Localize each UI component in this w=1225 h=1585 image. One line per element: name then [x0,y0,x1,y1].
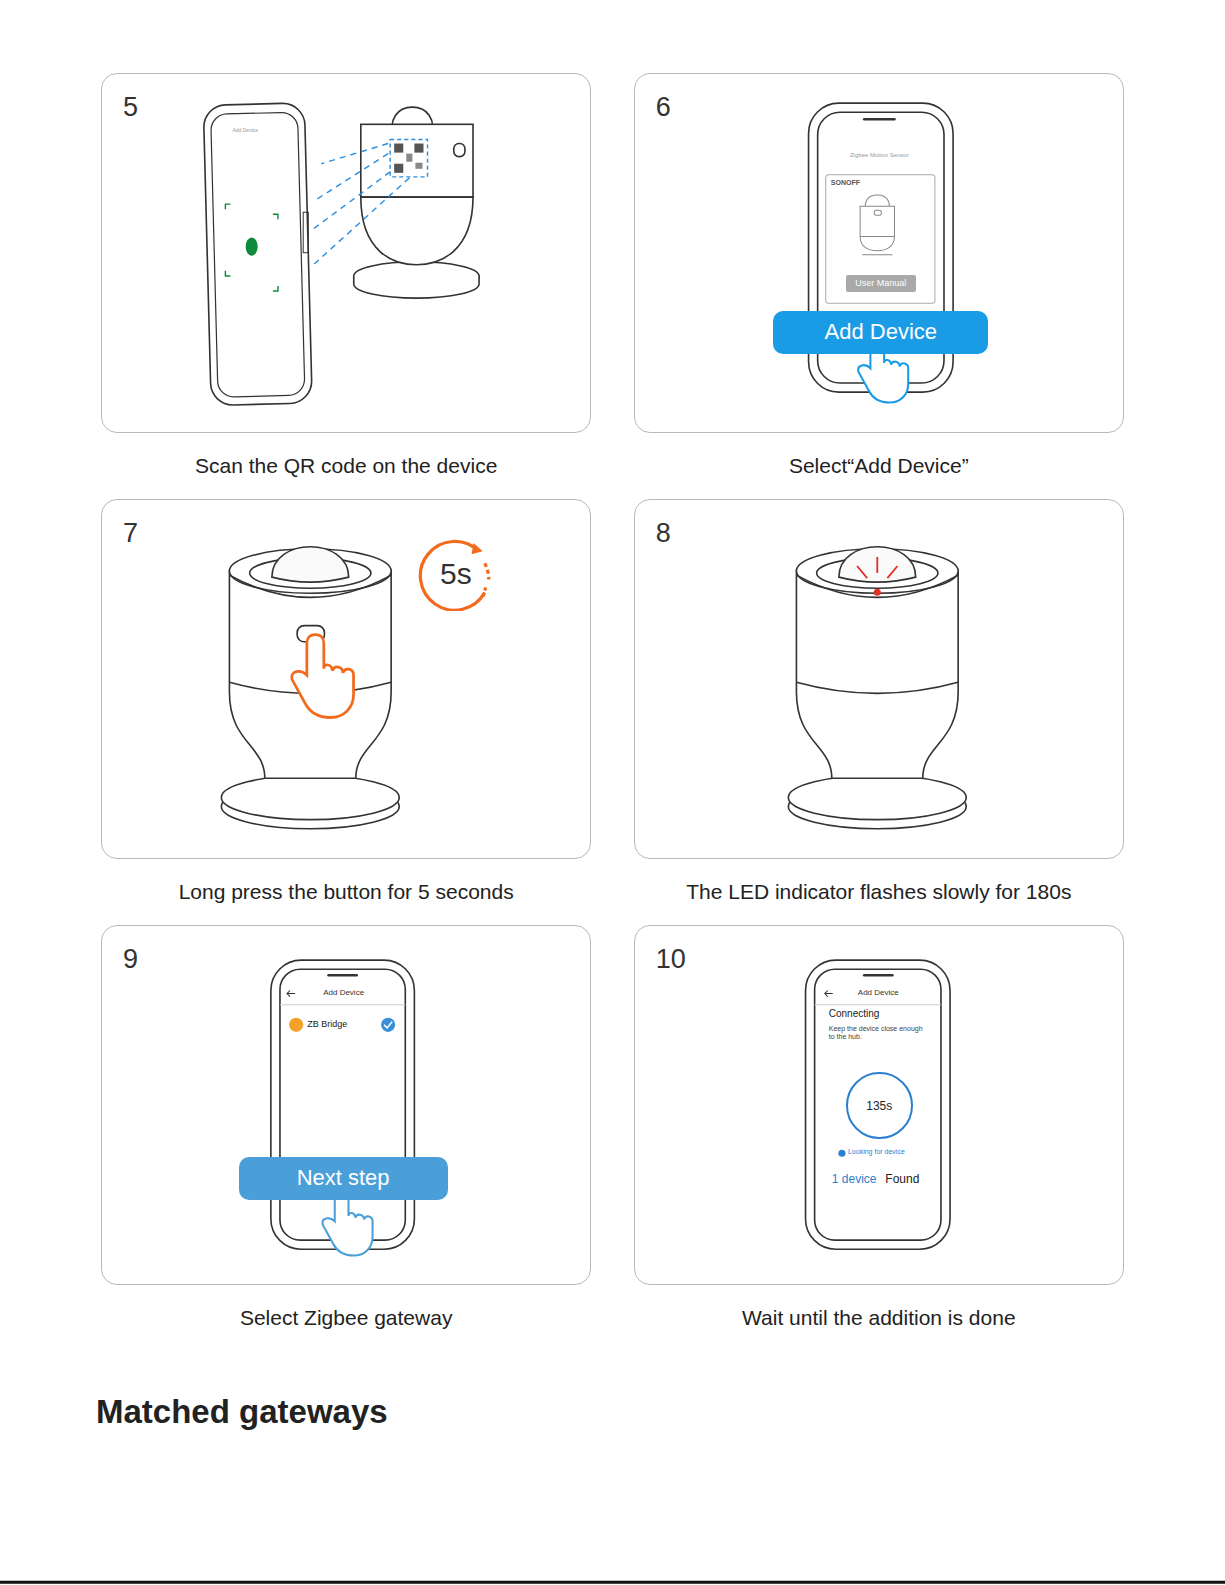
sensor [221,547,399,829]
illustration-part [864,974,892,976]
illustration-part [328,974,356,976]
illustration-part [392,107,432,125]
illustration-part [454,144,465,157]
illustration-part [394,144,403,153]
illustration-part [818,112,944,383]
illustration-part [857,557,897,578]
illustration-part [406,154,412,162]
illustration-part [289,1018,303,1032]
step-number: 6 [656,92,671,123]
app-button: Add Device [773,311,988,353]
step-caption: Select“Add Device” [635,454,1123,478]
illustration-part [421,541,485,610]
illustration-part [381,1018,395,1032]
step-panel: 5Scan the QR code on the device [101,73,591,433]
section-heading: Matched gateways [96,1393,388,1431]
timer-circle: 135s [846,1072,913,1139]
status-note: Keep the device close enough to the hub. [829,1025,926,1041]
illustration-part [354,276,479,298]
step-number: 10 [656,944,686,975]
app-button: User Manual [846,275,916,292]
illustration-part [874,210,881,215]
status-title: Connecting [829,1008,880,1020]
qr-code [311,139,427,264]
illustration-part [287,990,295,996]
illustration-part [815,969,941,1240]
text: User Manual [855,278,906,288]
illustration-part [826,175,935,303]
illustration-part [0,103,1225,1584]
step-caption: The LED indicator flashes slowly for 180… [635,880,1123,904]
found-word: Found [885,1173,919,1187]
illustration-part [483,587,486,597]
screen-title: Add Device [232,128,258,134]
phone-connect [806,960,951,1249]
step-caption: Long press the button for 5 seconds [102,880,590,904]
illustration-part [311,144,409,265]
found-count: 1 device [832,1173,877,1187]
illustration-part [860,195,894,255]
step-caption: Select Zigbee gateway [102,1306,590,1330]
illustration-part [838,1150,845,1157]
screen-title: Zigbee Motion Sensor [850,152,909,159]
text: 5s [440,557,472,591]
illustration-part [472,543,483,554]
step-number: 8 [656,518,671,549]
illustration-part [390,139,427,176]
illustration-part [225,204,278,291]
brand: SONOFF [831,179,860,187]
sensor-small [354,107,479,298]
illustration-part [806,960,951,1249]
step-panel: 10Wait until the addition is done135s [634,925,1124,1285]
illustration-part [384,1022,392,1028]
gateway-name: ZB Bridge [307,1019,347,1029]
illustration-part [815,1004,941,1005]
screen-title: Add Device [858,988,899,997]
step-caption: Scan the QR code on the device [102,454,590,478]
step-panel: 8The LED indicator flashes slowly for 18… [634,499,1124,859]
step-panel: 6Select“Add Device”User ManualAdd Device [634,73,1124,433]
status-line: Looking for device [848,1148,905,1156]
step-number: 9 [123,944,138,975]
footer-rule [0,1581,1225,1584]
illustration-part [825,990,833,996]
step-caption: Wait until the addition is done [635,1306,1123,1330]
text: 135s [866,1099,892,1113]
step-number: 7 [123,518,138,549]
illustration-part [280,1004,405,1005]
illustration-part [414,144,423,153]
illustration-part [864,118,894,120]
text: Next step [297,1165,390,1191]
text: Add Device [825,319,938,345]
illustration-part [303,212,308,252]
illustration-part [211,112,305,397]
illustration-part [361,197,473,265]
illustration-part [415,163,422,169]
illustration-part [485,563,489,579]
app-button: Next step [239,1157,448,1199]
illustration-part [246,238,258,256]
step-panel: 7Long press the button for 5 seconds5s [101,499,591,859]
illustration-part [394,164,403,173]
phone-scan [203,103,312,406]
led-flash [857,557,897,596]
illustration-part [874,589,881,596]
step-number: 5 [123,92,138,123]
timer-circle: 5s [418,537,493,612]
press-hand [292,635,354,718]
step-panel: 9Select Zigbee gatewayNext step [101,925,591,1285]
sensor [788,547,966,829]
illustration-part [203,103,312,406]
screen-title: Add Device [323,988,364,997]
